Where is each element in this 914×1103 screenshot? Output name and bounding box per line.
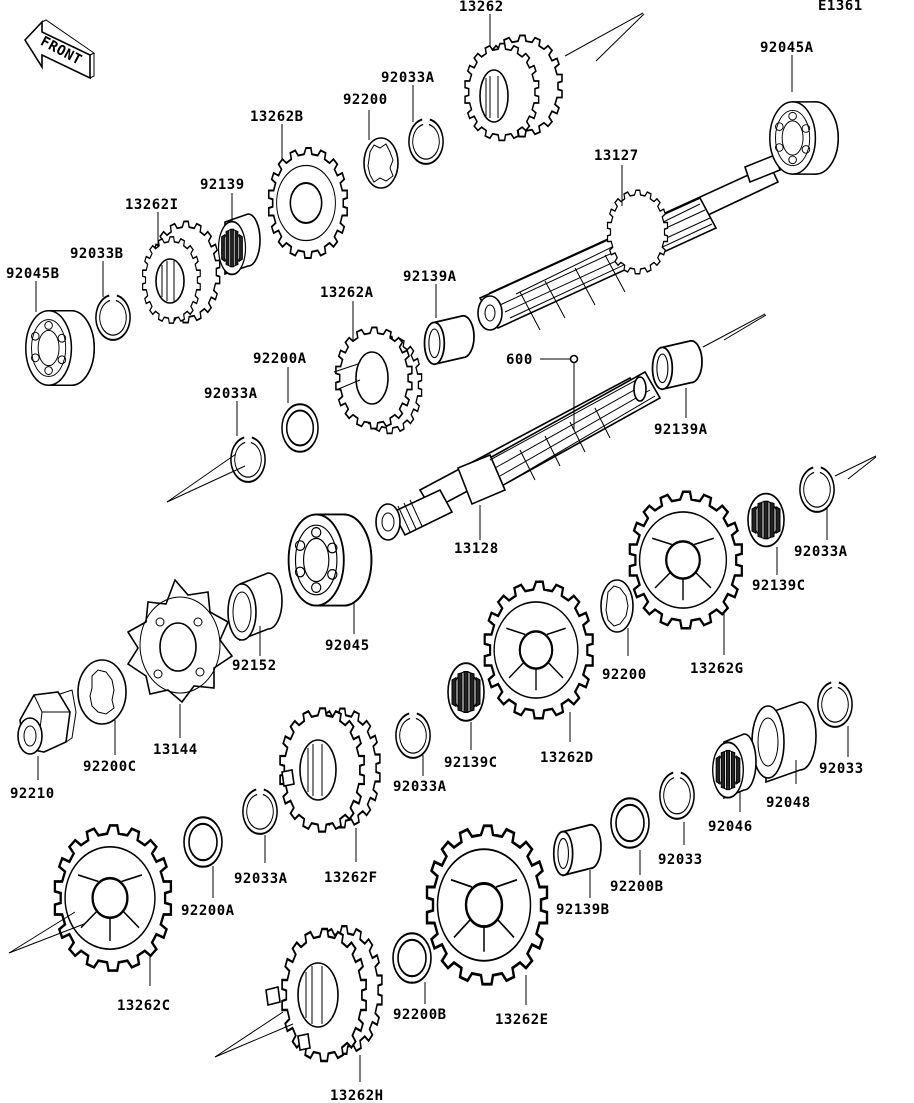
label-92045: 92045 xyxy=(325,638,370,654)
label-92033A-left: 92033A xyxy=(204,386,258,402)
needle-bearing-92139C-lower xyxy=(447,662,485,722)
label-92033A-mid: 92033A xyxy=(393,779,447,795)
label-13262H: 13262H xyxy=(330,1088,384,1103)
label-92200A-upper: 92200A xyxy=(253,351,307,367)
label-13262E: 13262E xyxy=(495,1012,549,1028)
label-13127: 13127 xyxy=(594,148,639,164)
label-92152: 92152 xyxy=(232,658,277,674)
label-92139A-lower: 92139A xyxy=(654,422,708,438)
circlip-92033A-right xyxy=(798,466,836,513)
gear-13262H xyxy=(265,925,384,1063)
label-92048: 92048 xyxy=(766,795,811,811)
bearing-92045A xyxy=(769,101,839,175)
washer-92200A-upper xyxy=(280,403,320,453)
label-92033A-low: 92033A xyxy=(234,871,288,887)
label-13128: 13128 xyxy=(454,541,499,557)
label-92139C-upper: 92139C xyxy=(752,578,806,594)
label-600: 600 xyxy=(506,352,533,368)
diagram-code: E1361 xyxy=(818,0,863,14)
bushing-92139B xyxy=(552,823,602,877)
gear-13262G xyxy=(630,492,742,628)
bearing-92045 xyxy=(287,513,373,607)
label-92200-top: 92200 xyxy=(343,92,388,108)
collar-92048 xyxy=(751,701,817,784)
nut-92210 xyxy=(17,689,77,755)
label-13262A: 13262A xyxy=(320,285,374,301)
label-92045A: 92045A xyxy=(760,40,814,56)
label-92045B: 92045B xyxy=(6,266,60,282)
label-13262F: 13262F xyxy=(324,870,378,886)
label-92033A-right: 92033A xyxy=(794,544,848,560)
label-13144: 13144 xyxy=(153,742,198,758)
label-92046: 92046 xyxy=(708,819,753,835)
washer-92200A-lower xyxy=(182,816,224,868)
washer-92200B-right xyxy=(609,797,651,849)
front-arrow-icon: FRONT xyxy=(23,19,95,80)
washer-92200B-lower xyxy=(391,932,433,984)
label-92200B-lower: 92200B xyxy=(393,1007,447,1023)
gear-13262E xyxy=(427,826,547,984)
gear-13262D xyxy=(485,582,593,718)
washer-92200-mid xyxy=(600,579,634,633)
label-13262G: 13262G xyxy=(690,661,744,677)
label-92033A-top: 92033A xyxy=(381,70,435,86)
bearing-92045B xyxy=(25,309,95,387)
label-92200-mid: 92200 xyxy=(602,667,647,683)
shaft-13127 xyxy=(477,153,781,331)
circlip-92033A-low xyxy=(241,788,279,835)
label-92033-r2: 92033 xyxy=(658,852,703,868)
sprocket-13144 xyxy=(126,578,234,704)
label-13262I: 13262I xyxy=(125,197,179,213)
label-92200C: 92200C xyxy=(83,759,137,775)
label-92200A-lower: 92200A xyxy=(181,903,235,919)
needle-bearing-92046 xyxy=(711,733,757,800)
gear-13262F xyxy=(278,707,381,833)
label-92139B: 92139B xyxy=(556,902,610,918)
circlip-92033A-left xyxy=(229,436,267,483)
gear-13262I xyxy=(141,220,221,324)
circlip-92033-r1 xyxy=(816,681,854,728)
collar-92152 xyxy=(227,572,283,642)
label-13262: 13262 xyxy=(459,0,504,15)
gear-13262C xyxy=(55,825,171,970)
washer-92200C xyxy=(77,659,127,725)
gear-13262A xyxy=(333,326,423,435)
bushing-92139A-lower xyxy=(651,339,703,391)
label-92033-r1: 92033 xyxy=(819,761,864,777)
gear-13262B xyxy=(269,148,347,258)
circlip-92033B xyxy=(94,294,132,341)
label-92200B-right: 92200B xyxy=(610,879,664,895)
shaft-13128 xyxy=(375,370,662,541)
label-92210: 92210 xyxy=(10,786,55,802)
label-92033B: 92033B xyxy=(70,246,124,262)
gear-13262 xyxy=(464,34,563,142)
washer-92200-top xyxy=(363,137,399,189)
label-13262B: 13262B xyxy=(250,109,304,125)
needle-bearing-92139 xyxy=(217,213,261,276)
circlip-92033-r2 xyxy=(658,771,696,820)
circlip-92033A-top xyxy=(407,118,445,165)
label-92139C-lower: 92139C xyxy=(444,755,498,771)
label-92139: 92139 xyxy=(200,177,245,193)
label-92139A-upper: 92139A xyxy=(403,269,457,285)
label-13262D: 13262D xyxy=(540,750,594,766)
needle-bearing-92139C-upper xyxy=(747,492,785,548)
circlip-92033A-mid xyxy=(394,712,432,759)
bushing-92139A-upper xyxy=(423,314,475,366)
label-13262C: 13262C xyxy=(117,998,171,1014)
